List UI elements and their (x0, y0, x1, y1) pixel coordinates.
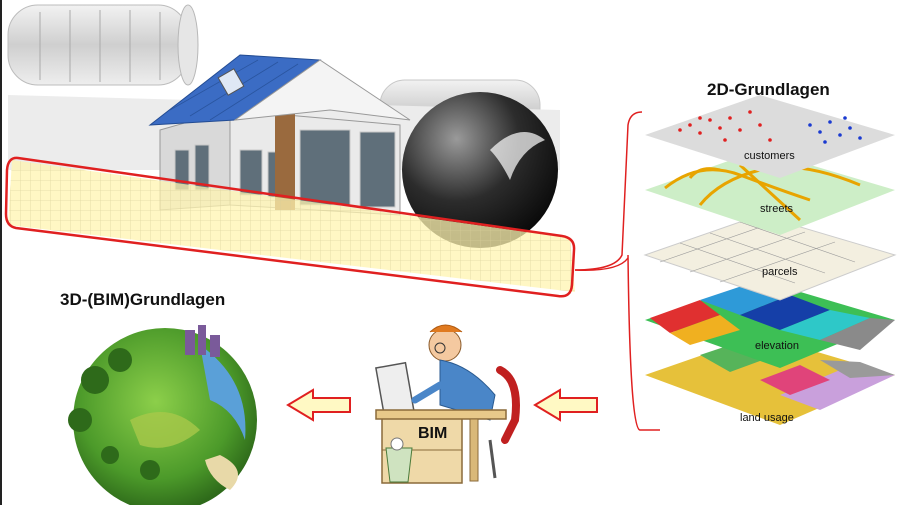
world-globe-image (68, 325, 257, 505)
layer-label-land-usage: land usage (740, 412, 794, 424)
layer-elevation (645, 280, 895, 368)
bim-label: BIM (418, 425, 448, 442)
title-2d-grundlagen: 2D-Grundlagen (707, 80, 830, 99)
layer-streets (645, 150, 895, 235)
layer-label-streets: streets (760, 203, 794, 215)
layer-label-elevation: elevation (755, 340, 800, 352)
curly-brace (574, 111, 660, 431)
highlighted-plan-band (4, 156, 576, 298)
layer-label-parcels: parcels (762, 266, 798, 278)
title-3d-bim-grundlagen: 3D-(BIM)Grundlagen (60, 290, 226, 309)
arrow-right-to-bim (533, 388, 598, 422)
arrow-bim-to-globe (286, 388, 351, 422)
layer-label-customers: customers (744, 150, 795, 162)
left-frame-border (0, 0, 2, 505)
layer-parcels (643, 214, 897, 301)
layer-customers (645, 95, 895, 178)
gis-layer-stack (643, 95, 897, 425)
developer-at-desk-image (375, 324, 520, 484)
